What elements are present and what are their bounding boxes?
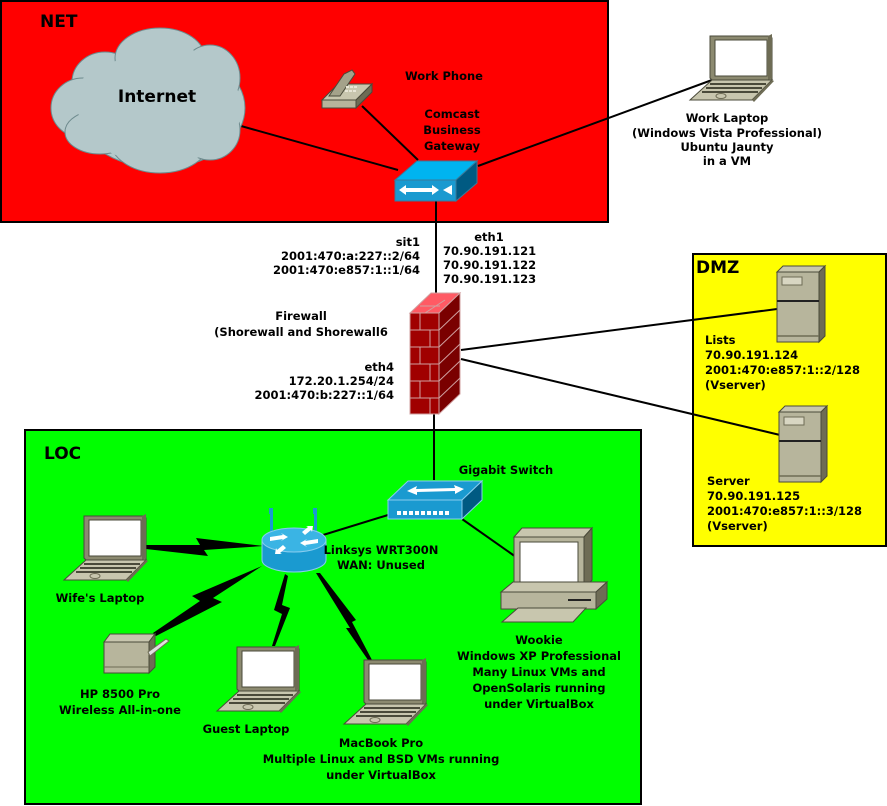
- macbook-label-line2: Multiple Linux and BSD VMs running: [263, 752, 500, 766]
- tower-server-icon: [778, 405, 828, 483]
- work-laptop-line4: in a VM: [703, 154, 751, 168]
- link-firewall-server: [460, 358, 781, 436]
- wookie-desktop: Wookie Windows XP Professional Many Linu…: [457, 526, 621, 711]
- wireless-link-macbook: [316, 573, 372, 660]
- wookie-label-line3: Many Linux VMs and: [472, 665, 605, 679]
- printer-icon: [103, 632, 170, 675]
- lists-line1: Lists: [705, 333, 736, 347]
- gateway-label-line1: Comcast: [424, 107, 480, 121]
- printer-label-line1: HP 8500 Pro: [80, 687, 160, 701]
- internet-label: Internet: [118, 87, 196, 107]
- router-label-line1: Linksys WRT300N: [324, 543, 439, 557]
- firewall-label-line2: (Shorewall and Shorewall6: [214, 325, 388, 339]
- eth1-label: eth1: [474, 230, 504, 244]
- lists-line3: 2001:470:e857:1::2/128: [705, 363, 860, 377]
- firewall: Firewall (Shorewall and Shorewall6: [214, 291, 462, 416]
- server-line4: (Vserver): [707, 519, 768, 533]
- wifes-laptop-label: Wife's Laptop: [56, 591, 145, 605]
- firewall-eth1-info: eth1 70.90.191.121 70.90.191.122 70.90.1…: [443, 230, 536, 286]
- server-line1: Server: [707, 474, 750, 488]
- connections: [240, 79, 781, 558]
- gateway-label-line2: Business: [423, 123, 481, 137]
- firewall-label-line1: Firewall: [275, 309, 327, 323]
- gigabit-switch-label: Gigabit Switch: [459, 463, 553, 477]
- wireless-link-guest-laptop: [272, 574, 290, 646]
- zone-loc-title: LOC: [44, 444, 81, 464]
- work-laptop-line2: (Windows Vista Professional): [632, 126, 822, 140]
- wookie-label-line5: under VirtualBox: [484, 697, 594, 711]
- network-switch-icon: [386, 479, 484, 521]
- telephone-icon: [320, 69, 374, 110]
- eth4-addr1: 172.20.1.254/24: [289, 374, 394, 388]
- link-switch-router: [322, 514, 389, 536]
- wifes-laptop: Wife's Laptop: [56, 513, 149, 605]
- sit1-label: sit1: [396, 235, 420, 249]
- eth1-addr2: 70.90.191.122: [443, 258, 536, 272]
- dmz-server: Server 70.90.191.125 2001:470:e857:1::3/…: [707, 405, 862, 533]
- work-laptop: Work Laptop (Windows Vista Professional)…: [632, 33, 822, 168]
- guest-laptop-label: Guest Laptop: [203, 722, 290, 736]
- wookie-label-line2: Windows XP Professional: [457, 649, 621, 663]
- zone-net-title: NET: [40, 12, 78, 32]
- server-line2: 70.90.191.125: [707, 489, 800, 503]
- gigabit-switch: Gigabit Switch: [386, 463, 553, 521]
- macbook-label-line3: under VirtualBox: [326, 768, 436, 782]
- comcast-gateway: Comcast Business Gateway: [393, 107, 481, 203]
- server-line3: 2001:470:e857:1::3/128: [707, 504, 862, 518]
- laptop-icon: [689, 33, 775, 103]
- sit1-addr1: 2001:470:a:227::2/64: [281, 249, 420, 263]
- wireless-router-icon: [261, 508, 327, 573]
- gateway-label-line3: Gateway: [424, 139, 481, 153]
- work-phone-label: Work Phone: [405, 69, 483, 83]
- network-gateway-icon: [393, 159, 479, 203]
- eth4-addr2: 2001:470:b:227::1/64: [255, 388, 394, 402]
- work-laptop-line3: Ubuntu Jaunty: [680, 140, 774, 154]
- eth4-label: eth4: [365, 360, 395, 374]
- work-phone: Work Phone: [320, 69, 483, 110]
- linksys-router: Linksys WRT300N WAN: Unused: [261, 508, 439, 573]
- link-firewall-lists: [460, 308, 778, 351]
- eth1-addr1: 70.90.191.121: [443, 244, 536, 258]
- lists-line2: 70.90.191.124: [705, 348, 798, 362]
- sit1-addr2: 2001:470:e857:1::1/64: [273, 263, 420, 277]
- link-switch-wookie: [461, 518, 517, 558]
- link-gateway-worklaptop: [477, 79, 713, 167]
- wireless-link-wifes-laptop: [146, 538, 264, 556]
- internet-cloud: Internet: [50, 27, 246, 174]
- link-internet-gateway: [240, 125, 399, 171]
- wookie-label-line1: Wookie: [515, 633, 563, 647]
- macbook-pro: MacBook Pro Multiple Linux and BSD VMs r…: [263, 657, 500, 782]
- eth1-addr3: 70.90.191.123: [443, 272, 536, 286]
- brick-firewall-icon: [408, 291, 462, 416]
- wireless-link-printer: [153, 566, 262, 636]
- zone-dmz-title: DMZ: [696, 258, 739, 278]
- desktop-computer-icon: [499, 526, 609, 623]
- firewall-sit1-info: sit1 2001:470:a:227::2/64 2001:470:e857:…: [273, 235, 420, 277]
- work-laptop-line1: Work Laptop: [686, 111, 768, 125]
- lists-server: Lists 70.90.191.124 2001:470:e857:1::2/1…: [705, 265, 860, 392]
- tower-server-icon: [776, 265, 826, 343]
- link-phone-gateway: [361, 105, 419, 161]
- lists-line4: (Vserver): [705, 378, 766, 392]
- guest-laptop: Guest Laptop: [203, 644, 302, 736]
- router-label-line2: WAN: Unused: [337, 558, 425, 572]
- macbook-label-line1: MacBook Pro: [339, 736, 423, 750]
- printer-label-line2: Wireless All-in-one: [59, 703, 181, 717]
- firewall-eth4-info: eth4 172.20.1.254/24 2001:470:b:227::1/6…: [255, 360, 394, 402]
- wireless-links: [146, 538, 372, 660]
- wookie-label-line4: OpenSolaris running: [473, 681, 606, 695]
- zone-dmz: DMZ: [692, 253, 887, 547]
- hp-printer: HP 8500 Pro Wireless All-in-one: [59, 632, 181, 717]
